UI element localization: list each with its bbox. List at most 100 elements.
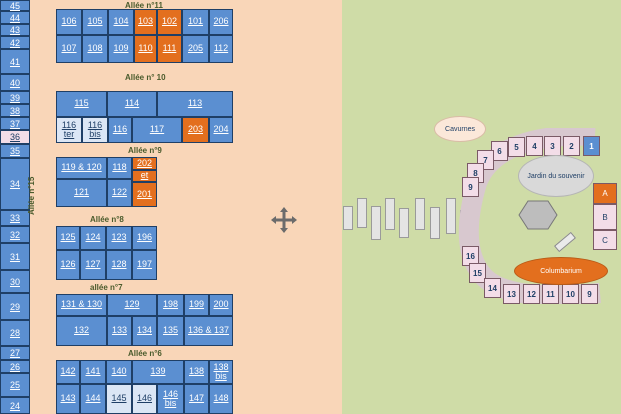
row-44[interactable]: 44 xyxy=(0,11,30,24)
slot-1[interactable]: 1 xyxy=(583,136,600,156)
plot-113[interactable]: 113 xyxy=(157,91,233,117)
plot-114[interactable]: 114 xyxy=(107,91,157,117)
plot-196[interactable]: 196 xyxy=(132,226,157,250)
plot-105[interactable]: 105 xyxy=(82,9,108,35)
row-45[interactable]: 45 xyxy=(0,0,30,11)
plot-206[interactable]: 206 xyxy=(209,9,233,35)
row-41[interactable]: 41 xyxy=(0,49,30,74)
plot-129[interactable]: 129 xyxy=(107,294,157,316)
row-27[interactable]: 27 xyxy=(0,346,30,360)
plot-116[interactable]: 116 xyxy=(108,117,132,143)
row-40[interactable]: 40 xyxy=(0,74,30,91)
move-icon[interactable] xyxy=(270,206,298,234)
row-43[interactable]: 43 xyxy=(0,24,30,36)
plot-141[interactable]: 141 xyxy=(80,360,106,384)
plot-134[interactable]: 134 xyxy=(132,316,157,346)
plot-138[interactable]: 138 xyxy=(184,360,209,384)
plot-125[interactable]: 125 xyxy=(56,226,80,250)
plot-143[interactable]: 143 xyxy=(56,384,80,414)
plot-128[interactable]: 128 xyxy=(106,250,132,280)
plot-201[interactable]: 201 xyxy=(132,182,157,207)
row-42[interactable]: 42 xyxy=(0,36,30,49)
plot-148[interactable]: 148 xyxy=(209,384,233,414)
plot-202[interactable]: 202 xyxy=(132,157,157,170)
row-35[interactable]: 35 xyxy=(0,144,30,158)
plot-101[interactable]: 101 xyxy=(182,9,209,35)
side-c[interactable]: C xyxy=(593,230,617,250)
row-26[interactable]: 26 xyxy=(0,360,30,373)
side-b[interactable]: B xyxy=(593,204,617,230)
plot-107[interactable]: 107 xyxy=(56,35,82,63)
plot-117[interactable]: 117 xyxy=(132,117,182,143)
plot-126[interactable]: 126 xyxy=(56,250,80,280)
plot-et[interactable]: et xyxy=(132,170,157,182)
plot-197[interactable]: 197 xyxy=(132,250,157,280)
plot-104[interactable]: 104 xyxy=(108,9,134,35)
plot-145[interactable]: 145 xyxy=(106,384,132,414)
plot-146[interactable]: 146 xyxy=(132,384,157,414)
plot-140[interactable]: 140 xyxy=(106,360,132,384)
plot-147[interactable]: 147 xyxy=(184,384,209,414)
slot-9[interactable]: 9 xyxy=(462,177,479,197)
slot-15[interactable]: 15 xyxy=(469,263,486,283)
plot-142[interactable]: 142 xyxy=(56,360,80,384)
plot-123[interactable]: 123 xyxy=(106,226,132,250)
plot-139[interactable]: 139 xyxy=(132,360,184,384)
slot-2[interactable]: 2 xyxy=(563,136,580,156)
row-36[interactable]: 36 xyxy=(0,130,30,144)
plot-108[interactable]: 108 xyxy=(82,35,108,63)
plot-198[interactable]: 198 xyxy=(157,294,184,316)
row-37[interactable]: 37 xyxy=(0,117,30,130)
plot-110[interactable]: 110 xyxy=(134,35,157,63)
plot-115[interactable]: 115 xyxy=(56,91,107,117)
slot-13[interactable]: 13 xyxy=(503,284,520,304)
plot-127[interactable]: 127 xyxy=(80,250,106,280)
slot-11[interactable]: 11 xyxy=(542,284,559,304)
slot-10[interactable]: 10 xyxy=(562,284,579,304)
row-31[interactable]: 31 xyxy=(0,243,30,270)
row-30[interactable]: 30 xyxy=(0,270,30,293)
slot-4[interactable]: 4 xyxy=(526,136,543,156)
plot-106[interactable]: 106 xyxy=(56,9,82,35)
side-a[interactable]: A xyxy=(593,183,617,204)
plot-102[interactable]: 102 xyxy=(157,9,182,35)
row-34[interactable]: 34 xyxy=(0,158,30,210)
row-33[interactable]: 33 xyxy=(0,210,30,226)
plot-122[interactable]: 122 xyxy=(107,179,132,207)
plot-135[interactable]: 135 xyxy=(157,316,184,346)
slot-3[interactable]: 3 xyxy=(544,136,561,156)
plot-205[interactable]: 205 xyxy=(182,35,209,63)
plot-203[interactable]: 203 xyxy=(182,117,209,143)
plot-119-120[interactable]: 119 & 120 xyxy=(56,157,107,179)
plot-111[interactable]: 111 xyxy=(157,35,182,63)
plot-204[interactable]: 204 xyxy=(209,117,233,143)
slot-12[interactable]: 12 xyxy=(523,284,540,304)
row-38[interactable]: 38 xyxy=(0,104,30,117)
plot-136-137[interactable]: 136 & 137 xyxy=(184,316,233,346)
plot-199[interactable]: 199 xyxy=(184,294,209,316)
slot-5[interactable]: 5 xyxy=(508,137,525,157)
row-29[interactable]: 29 xyxy=(0,293,30,320)
slot-14[interactable]: 14 xyxy=(484,278,501,298)
row-39[interactable]: 39 xyxy=(0,91,30,104)
plot-131-130[interactable]: 131 & 130 xyxy=(56,294,107,316)
row-28[interactable]: 28 xyxy=(0,320,30,346)
plot-144[interactable]: 144 xyxy=(80,384,106,414)
row-25[interactable]: 25 xyxy=(0,373,30,397)
plot-132[interactable]: 132 xyxy=(56,316,107,346)
plot-200[interactable]: 200 xyxy=(209,294,233,316)
plot-112[interactable]: 112 xyxy=(209,35,233,63)
plot-124[interactable]: 124 xyxy=(80,226,106,250)
row-24[interactable]: 24 xyxy=(0,397,30,414)
slot-9b[interactable]: 9 xyxy=(581,284,598,304)
plot-133[interactable]: 133 xyxy=(107,316,132,346)
row-32[interactable]: 32 xyxy=(0,226,30,243)
plot-109[interactable]: 109 xyxy=(108,35,134,63)
plot-118[interactable]: 118 xyxy=(107,157,132,179)
plot-103[interactable]: 103 xyxy=(134,9,157,35)
plot-121[interactable]: 121 xyxy=(56,179,107,207)
